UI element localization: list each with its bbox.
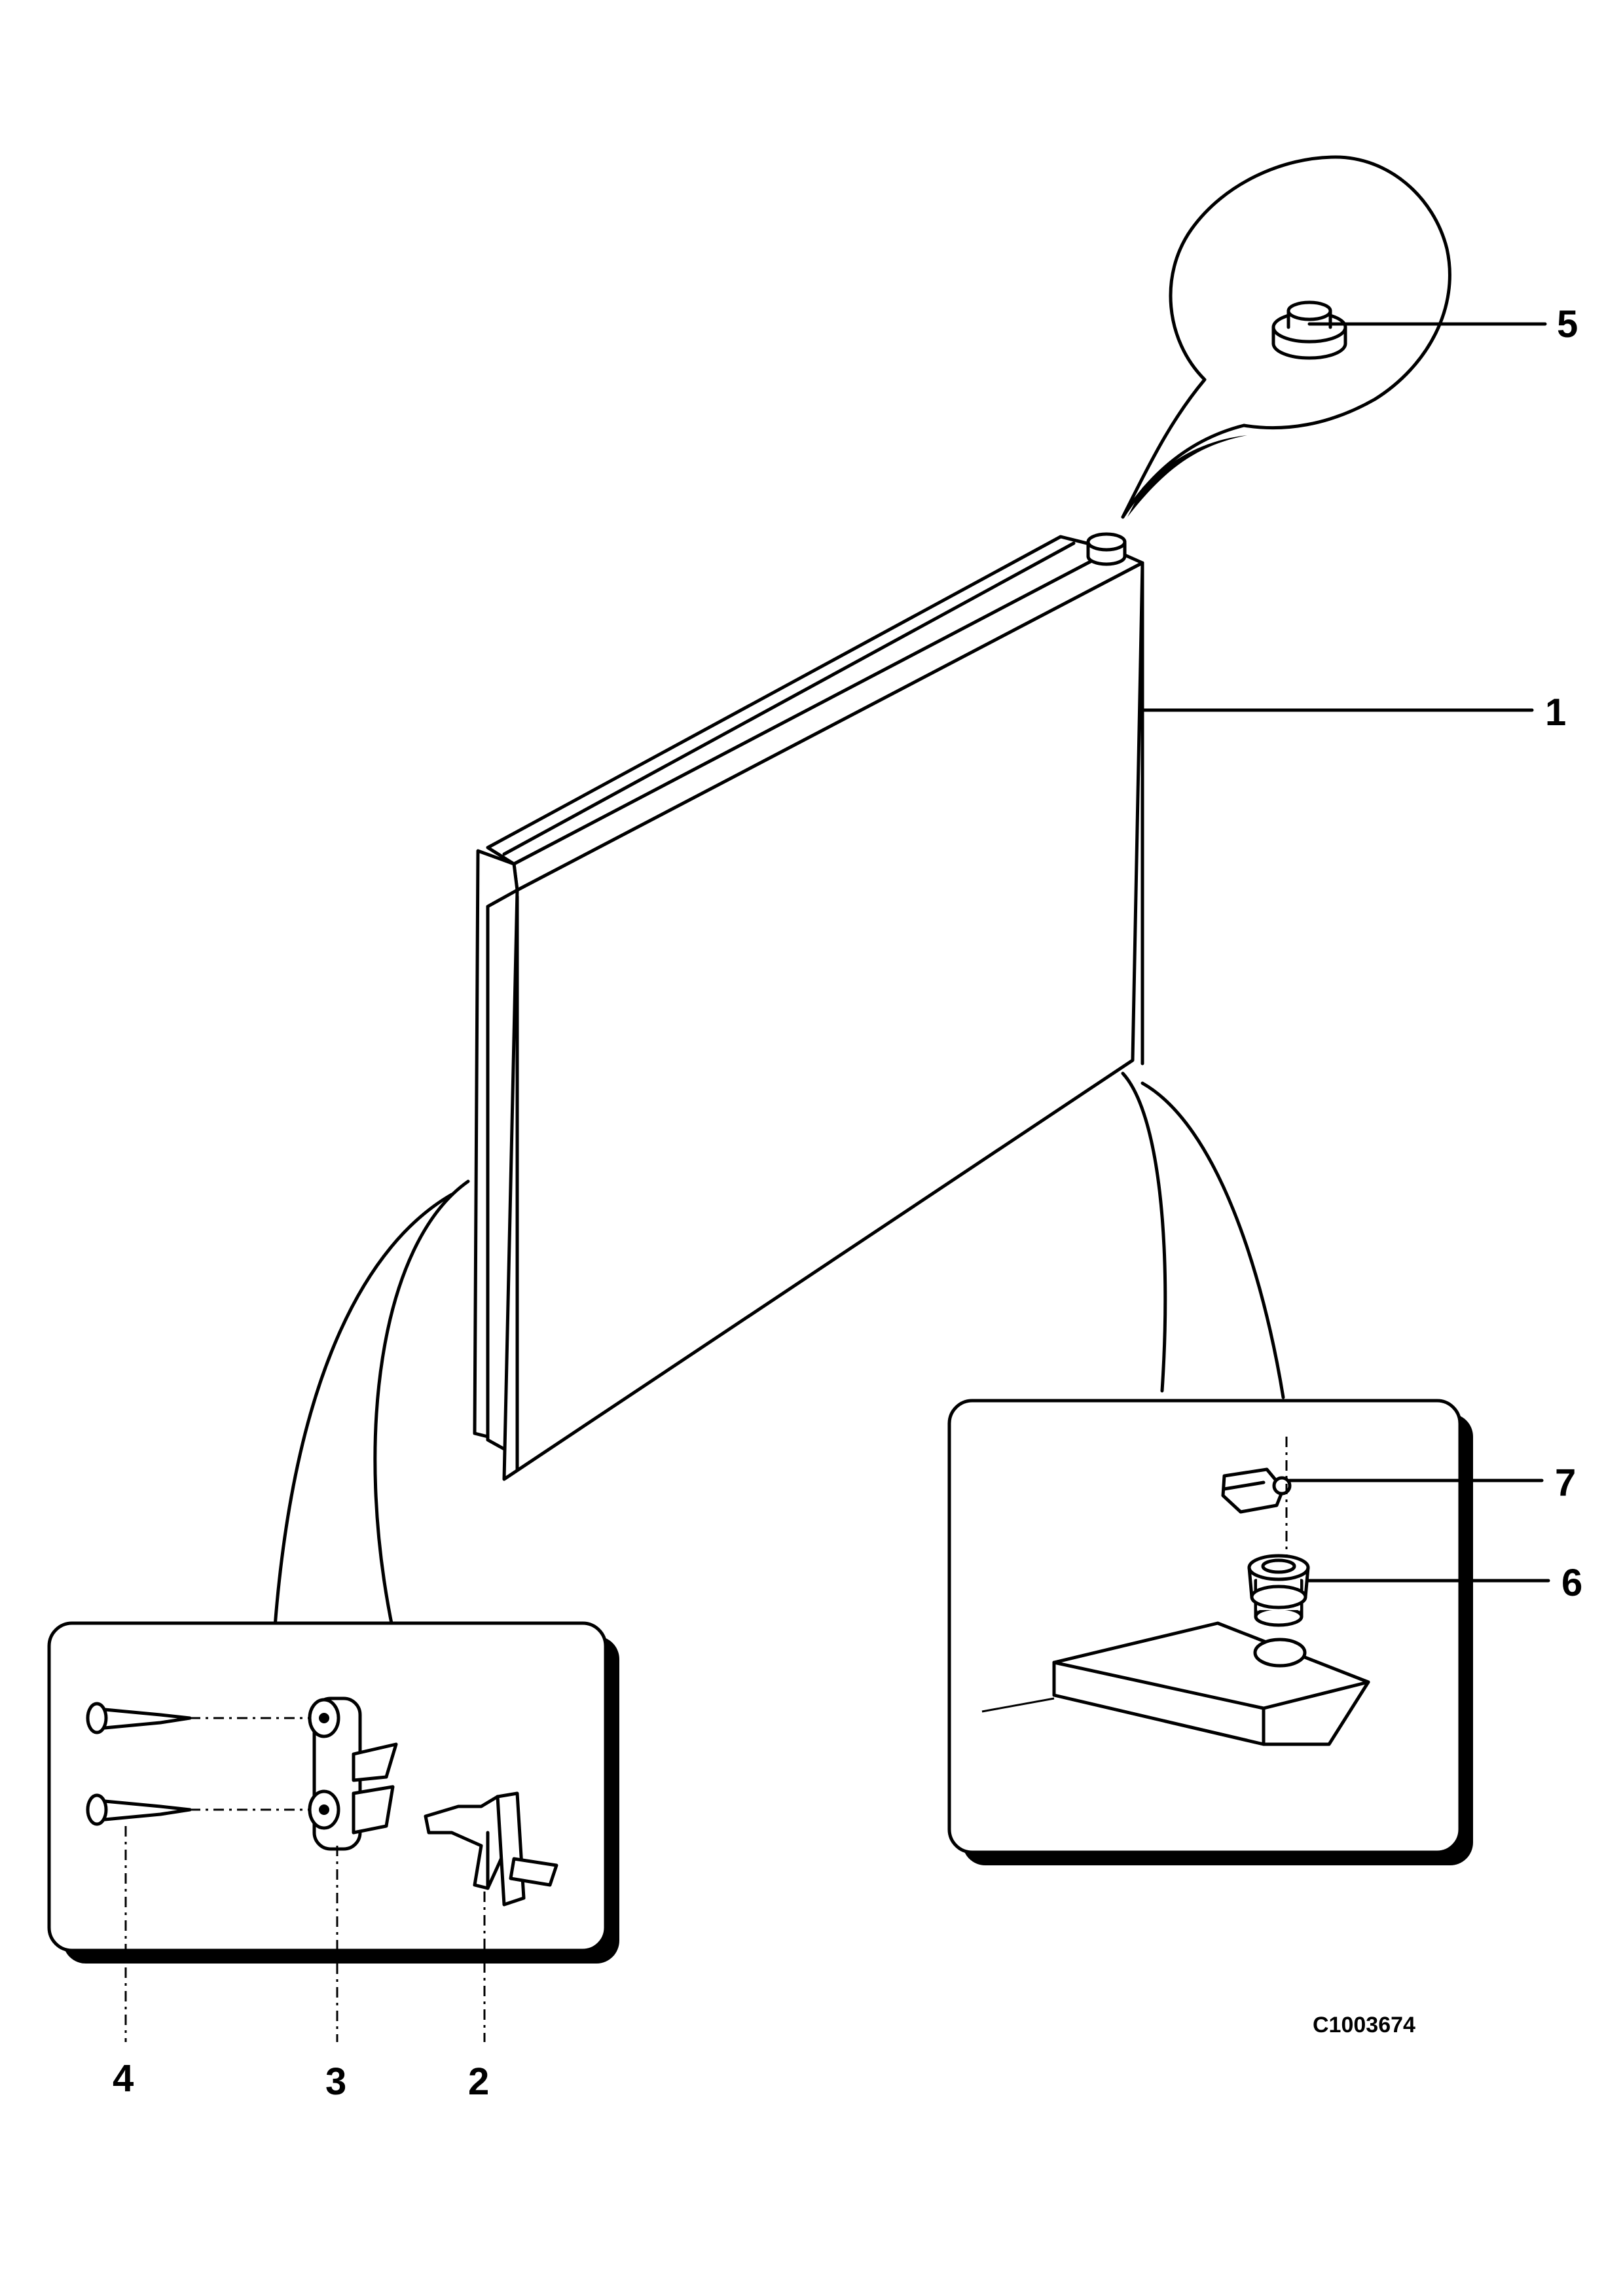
detail-box-right — [947, 1071, 1473, 1865]
hinge-part — [308, 1696, 398, 1851]
reference-code: C1003674 — [1313, 2013, 1415, 2037]
detail-bubble-top — [1121, 155, 1451, 519]
callout-1: 1 — [1545, 691, 1566, 734]
clip-part — [424, 1791, 558, 1907]
clip-part-right — [1221, 1467, 1292, 1514]
panel-assembly — [473, 532, 1144, 1481]
callout-2: 2 — [468, 2060, 489, 2103]
bushing-part — [1247, 1554, 1310, 1627]
callout-4: 4 — [113, 2057, 134, 2100]
callout-6: 6 — [1561, 1562, 1582, 1604]
screw-lower — [86, 1793, 321, 1826]
callout-5: 5 — [1557, 303, 1578, 346]
detail-box-left — [47, 1179, 619, 2042]
callout-3: 3 — [325, 2060, 346, 2103]
screw-upper — [86, 1702, 321, 1734]
callout-7: 7 — [1555, 1462, 1576, 1504]
